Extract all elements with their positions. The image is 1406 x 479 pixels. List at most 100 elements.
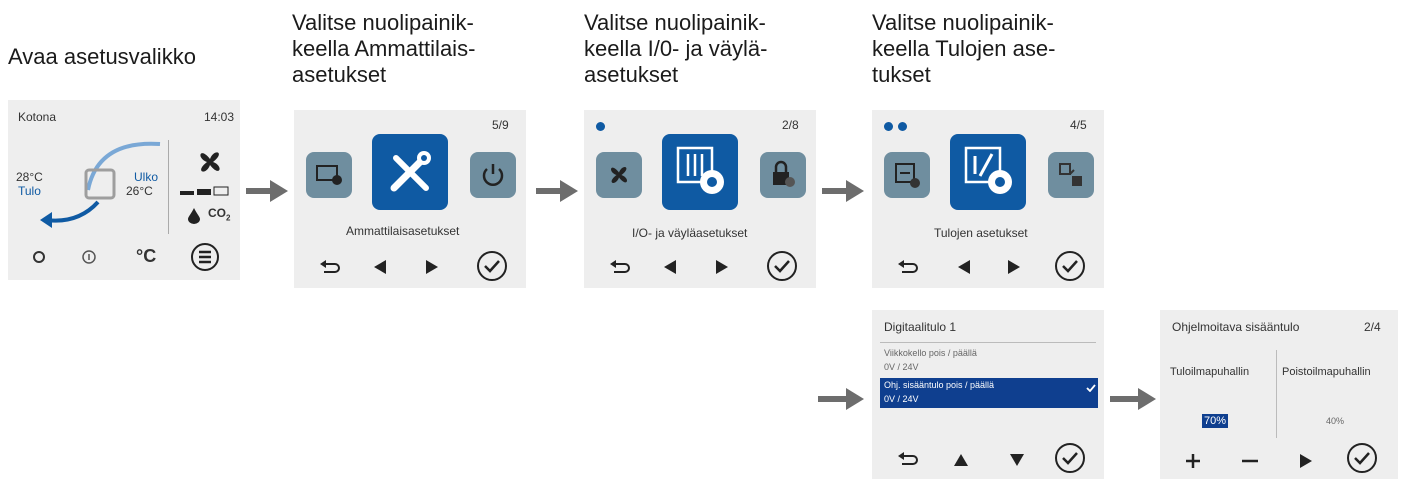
option-value: 0V / 24V [884, 362, 919, 372]
option-value: 0V / 24V [884, 394, 919, 404]
caption-line: tukset [872, 62, 931, 87]
step2-caption: Valitse nuolipainik- keella Ammattilais-… [292, 10, 475, 88]
caption-line: Avaa asetusvalikko [8, 44, 196, 69]
check-icon[interactable] [1346, 442, 1378, 474]
supply-fan-label[interactable]: Tuloilmapuhallin [1170, 366, 1250, 378]
right-arrow-icon[interactable] [426, 260, 438, 274]
right-arrow-icon[interactable] [716, 260, 728, 274]
lock-icon [773, 160, 795, 187]
page-indicator: 2/8 [782, 118, 799, 132]
check-icon[interactable] [1054, 442, 1086, 474]
caption-line: Valitse nuolipainik- [292, 10, 474, 35]
outdoor-label: Ulko [134, 170, 159, 184]
column-divider [1276, 350, 1277, 438]
left-menu-tile[interactable] [306, 152, 352, 198]
outputs-icon [895, 163, 920, 188]
check-icon[interactable] [766, 250, 798, 282]
flow-arrow [246, 180, 288, 202]
co2-label: CO2 [208, 206, 230, 222]
caption-line: Valitse nuolipainik- [584, 10, 766, 35]
back-icon[interactable] [898, 260, 918, 276]
divider [168, 140, 169, 234]
check-icon[interactable] [1054, 250, 1086, 282]
step3-caption: Valitse nuolipainik- keella I/0- ja väyl… [584, 10, 767, 88]
menu-icon[interactable] [190, 242, 220, 272]
title-divider [880, 342, 1096, 343]
check-icon[interactable] [476, 250, 508, 282]
tools-icon [390, 151, 431, 192]
right-arrow-icon[interactable] [1300, 454, 1312, 468]
menu-label: Ammattilaisasetukset [346, 224, 460, 238]
professional-settings-screen: 5/9 Ammattilaisasetukset [294, 110, 526, 288]
fan-icon [611, 167, 627, 183]
supply-label: Tulo [18, 184, 41, 198]
caption-line: keella I/0- ja väylä- [584, 36, 768, 61]
extract-fan-label[interactable]: Poistoilmapuhallin [1282, 366, 1371, 378]
drop-icon [188, 208, 200, 224]
checkmark-icon [1086, 384, 1096, 392]
home-screen: Kotona 14:03 28°C Tulo Ulko 26°C CO2 °C [8, 100, 240, 280]
flow-arrow [1110, 388, 1156, 410]
right-arrow-icon[interactable] [1008, 260, 1020, 274]
minus-icon[interactable] [1242, 454, 1258, 468]
unit-button[interactable]: °C [136, 246, 157, 266]
option-label: Viikkokello pois / päällä [884, 348, 977, 358]
power-icon [482, 164, 504, 186]
fan-level-icon [180, 186, 229, 196]
selected-menu-tile[interactable] [950, 134, 1026, 210]
level-dot [596, 122, 605, 131]
flow-arrow [818, 388, 864, 410]
plus-icon[interactable] [1186, 454, 1200, 468]
level-dot [884, 122, 893, 131]
info-icon[interactable] [80, 248, 98, 266]
option-label: Ohj. sisääntulo pois / päällä [884, 380, 995, 390]
outdoor-temp: 26°C [126, 184, 153, 198]
step1-caption: Avaa asetusvalikko [8, 44, 196, 70]
left-arrow-icon[interactable] [958, 260, 970, 274]
page-indicator: 2/4 [1364, 320, 1381, 334]
right-menu-tile[interactable] [470, 152, 516, 198]
supply-fan-value[interactable]: 70% [1202, 414, 1229, 428]
bus-icon [1059, 163, 1082, 186]
caption-line: asetukset [584, 62, 679, 87]
heat-exchanger-graphic [40, 141, 161, 228]
level-dot [898, 122, 907, 131]
flow-arrow [536, 180, 578, 202]
up-arrow-icon[interactable] [954, 454, 968, 466]
page-indicator: 5/9 [492, 118, 509, 132]
caption-line: Valitse nuolipainik- [872, 10, 1054, 35]
page-indicator: 4/5 [1070, 118, 1087, 132]
sliders-icon [676, 146, 724, 194]
down-arrow-icon[interactable] [1010, 454, 1024, 466]
clock: 14:03 [204, 110, 235, 124]
location-label: Kotona [18, 110, 57, 124]
co2-text: CO [208, 206, 226, 220]
caption-line: keella Ammattilais- [292, 36, 476, 61]
selected-menu-tile[interactable] [662, 134, 738, 210]
list-item[interactable]: Viikkokello pois / päällä 0V / 24V [880, 346, 1096, 376]
fan-icon [200, 152, 220, 172]
io-icon [964, 146, 1012, 194]
home-icon[interactable] [30, 248, 48, 266]
back-icon[interactable] [610, 260, 630, 276]
left-arrow-icon[interactable] [374, 260, 386, 274]
io-bus-settings-screen: 2/8 I/O- ja väyläasetukset [584, 110, 816, 288]
supply-temp: 28°C [16, 170, 43, 184]
back-icon[interactable] [320, 260, 340, 276]
caption-line: keella Tulojen ase- [872, 36, 1056, 61]
list-item-selected[interactable]: Ohj. sisääntulo pois / päällä 0V / 24V [880, 378, 1098, 408]
co2-subscript: 2 [226, 213, 231, 223]
digital-input-screen: Digitaalitulo 1 Viikkokello pois / pääll… [872, 310, 1104, 479]
input-settings-screen: 4/5 Tulojen asetukset [872, 110, 1104, 288]
step4-caption: Valitse nuolipainik- keella Tulojen ase-… [872, 10, 1055, 88]
screen-title: Ohjelmoitava sisääntulo [1172, 320, 1300, 334]
left-arrow-icon[interactable] [664, 260, 676, 274]
left-menu-tile[interactable] [884, 152, 930, 198]
menu-label: I/O- ja väyläasetukset [632, 226, 748, 240]
back-icon[interactable] [898, 452, 918, 468]
caption-line: asetukset [292, 62, 387, 87]
menu-label: Tulojen asetukset [934, 226, 1028, 240]
extract-fan-value: 40% [1326, 416, 1345, 426]
flow-arrow [822, 180, 864, 202]
screen-title: Digitaalitulo 1 [884, 320, 957, 334]
